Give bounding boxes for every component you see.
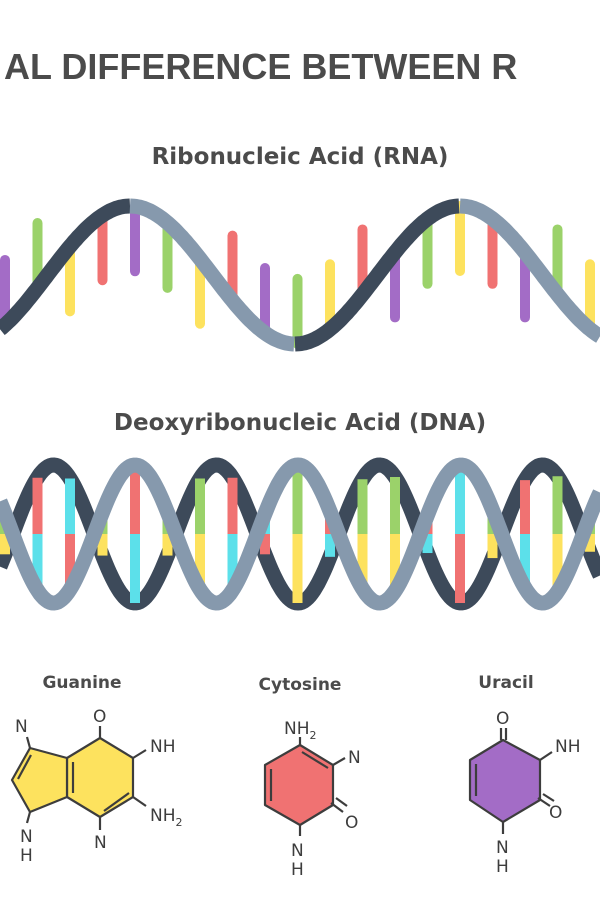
cytosine-nh-h: H [291,860,304,880]
rna-heading: Ribonucleic Acid (RNA) [151,144,449,170]
rna-backbone-dark [294,198,460,352]
guanine-nh-h: H [20,846,33,866]
rna-backbone-light [129,198,295,352]
uracil-label: Uracil [478,673,534,693]
rna-strand [0,198,600,352]
dna-backbone-light [0,457,600,611]
cytosine-structure: NH2 N O N H [263,719,361,880]
dna-heading: Deoxyribonucleic Acid (DNA) [113,410,487,436]
rna-backbone-light [459,198,600,343]
uracil-nh-n: N [496,838,509,858]
guanine-n-bottom: N [94,833,107,853]
uracil-oxygen-right: O [549,803,562,823]
uracil-nh: NH [555,737,581,757]
guanine-nh: NH [150,737,176,757]
cytosine-n: N [348,748,361,768]
guanine-nh2: NH2 [150,806,183,829]
guanine-oxygen: O [93,707,106,727]
uracil-nh-h: H [496,857,509,877]
uracil-oxygen-top: O [496,709,509,729]
guanine-label: Guanine [42,673,122,693]
cytosine-label: Cytosine [258,675,342,695]
guanine-n-left: N [15,717,28,737]
dna-double-helix [0,457,600,611]
rna-backbone-dark [0,198,131,336]
guanine-nh-n: N [20,827,33,847]
uracil-structure: O NH O N H [468,709,581,877]
cytosine-nh2: NH2 [284,719,317,742]
guanine-structure: O NH NH2 N N N H [10,707,183,866]
page-title: AL DIFFERENCE BETWEEN R [4,46,518,87]
cytosine-nh-n: N [291,841,304,861]
cytosine-oxygen: O [345,813,358,833]
